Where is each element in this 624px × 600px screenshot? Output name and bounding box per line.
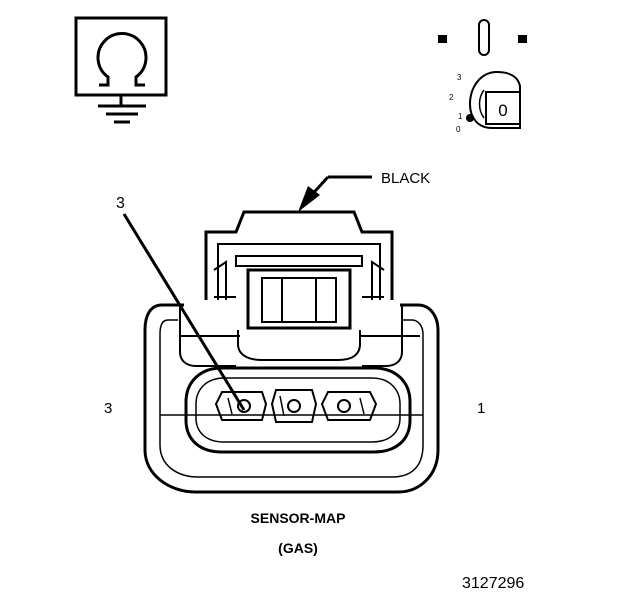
pin-callout-number: 3 — [116, 195, 125, 212]
component-subtitle: (GAS) — [278, 540, 318, 556]
ignition-switch-icon: 0 3 2 1 0 — [438, 19, 527, 134]
component-title: SENSOR-MAP — [251, 510, 346, 526]
ignition-position-0: 0 — [456, 125, 461, 134]
cavity-right-number: 1 — [477, 400, 485, 417]
cavity-left-number: 3 — [104, 400, 112, 417]
terminal-cavity-1 — [320, 391, 378, 421]
ignition-position-3: 3 — [457, 73, 462, 82]
ignition-position-2: 2 — [449, 93, 454, 102]
terminal-cavity-2 — [270, 389, 318, 423]
wire-color-label: BLACK — [381, 170, 430, 187]
ignition-key-label: 0 — [498, 101, 507, 120]
figure-id: 3127296 — [462, 575, 524, 592]
ignition-position-1: 1 — [458, 112, 463, 121]
terminal-cavity-3 — [214, 391, 268, 421]
wire-color-callout — [298, 175, 372, 212]
connector-housing — [143, 210, 440, 494]
ignition-position-indicator — [466, 114, 474, 122]
ohmmeter-ground-icon — [74, 16, 168, 124]
